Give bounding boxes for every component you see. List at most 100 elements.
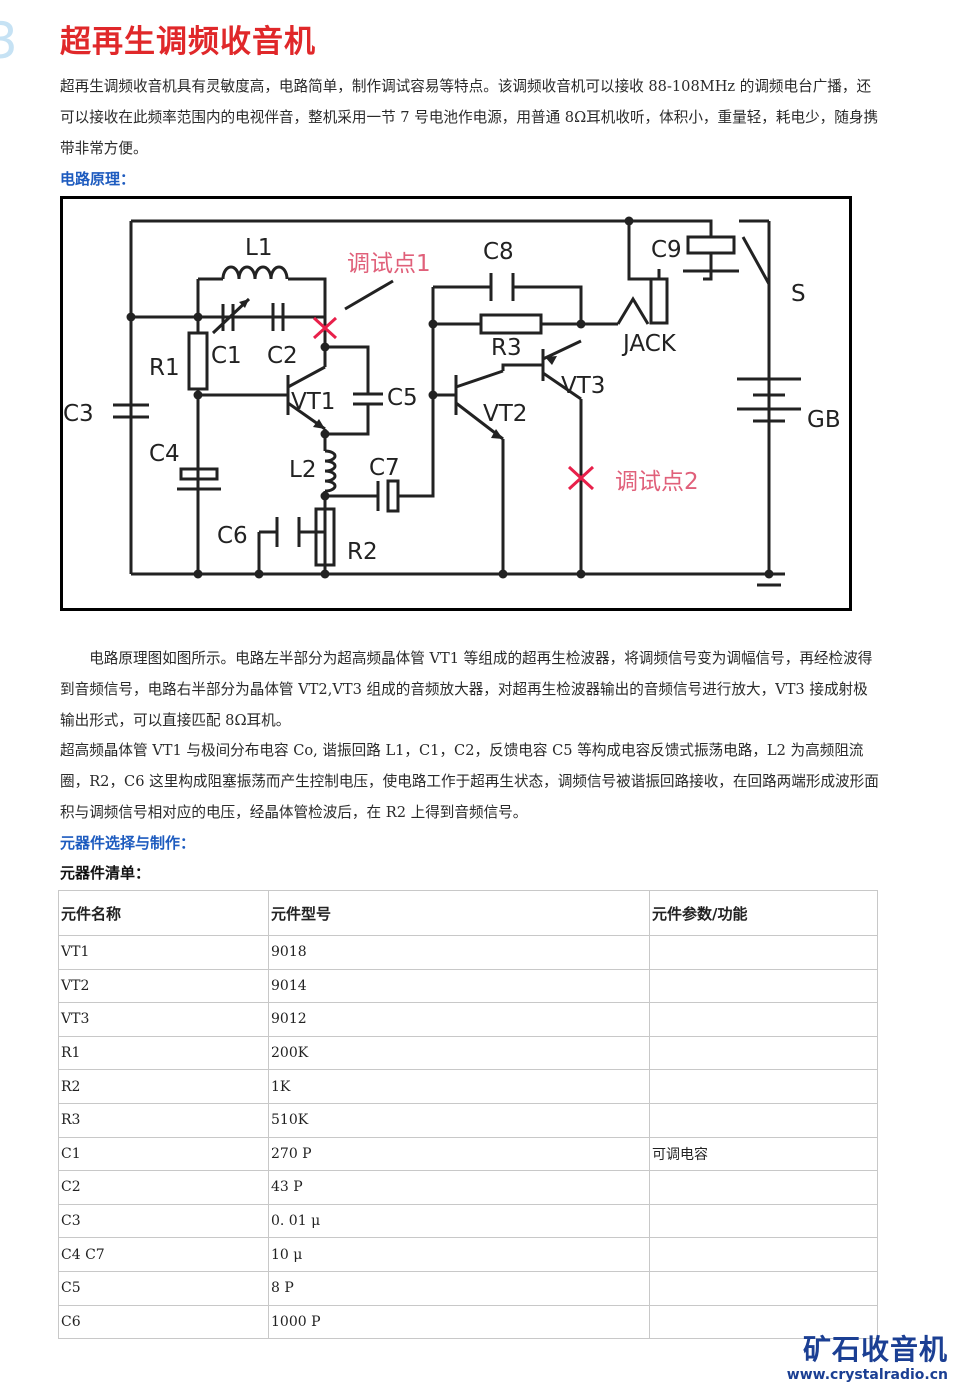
label-c1: C1 — [211, 343, 242, 369]
label-r2: R2 — [347, 539, 378, 565]
logo-url: www.crystalradio.cn — [786, 1367, 948, 1383]
intro-paragraph: 超再生调频收音机具有灵敏度高，电路简单，制作调试容易等特点。该调频收音机可以接收… — [60, 78, 879, 157]
label-c6: C6 — [217, 523, 248, 549]
parts-list-label: 元器件清单： — [60, 864, 151, 882]
c6-capacitor — [275, 517, 301, 547]
cell-name: VT1 — [58, 935, 269, 970]
s-switch — [741, 221, 771, 285]
cell-params — [649, 1002, 878, 1037]
cell-model: 270 P — [268, 1136, 650, 1172]
cell-params — [649, 935, 878, 970]
cell-params — [649, 968, 878, 1004]
cell-params — [649, 1035, 878, 1071]
cell-name: C5 — [58, 1270, 269, 1306]
section-heading-parts: 元器件选择与制作： — [60, 834, 196, 852]
section-heading-circuit: 电路原理： — [60, 170, 136, 188]
cell-name: C6 — [58, 1304, 269, 1340]
label-c8: C8 — [483, 239, 514, 265]
wire-c8 — [433, 285, 583, 324]
label-c3: C3 — [63, 401, 94, 427]
test-point-1-arrow — [344, 279, 394, 311]
label-r3: R3 — [491, 335, 522, 361]
c8-capacitor — [489, 273, 515, 301]
page-title: 超再生调频收音机 — [60, 24, 316, 60]
circuit-diagram: L1 C1 C2 R1 C3 C4 VT1 C5 L2 C7 C6 R2 C8 … — [60, 196, 852, 611]
description-paragraph-2: 超高频晶体管 VT1 与极间分布电容 Co, 谐振回路 L1，C1，C2，反馈电… — [60, 742, 879, 821]
cell-name: VT2 — [58, 968, 269, 1004]
column-header-params: 元件参数/功能 — [649, 890, 878, 936]
wire-top-right — [627, 221, 651, 281]
test-point-2-label: 调试点2 — [615, 469, 699, 495]
vt3-transistor — [541, 339, 582, 401]
cell-params — [649, 1237, 878, 1272]
cell-model: 9014 — [268, 968, 650, 1004]
test-point-1-label: 调试点1 — [347, 251, 431, 277]
label-s: S — [791, 281, 806, 307]
description-paragraph-1: 电路原理图如图所示。电路左半部分为超高频晶体管 VT1 等组成的超再生检波器，将… — [60, 650, 873, 729]
label-r1: R1 — [149, 355, 180, 381]
label-c2: C2 — [267, 343, 298, 369]
l2-inductor — [324, 449, 337, 493]
wire-c5-bottom — [325, 404, 370, 436]
cell-name: C1 — [58, 1136, 269, 1172]
cell-model: 200K — [268, 1035, 650, 1071]
label-l1: L1 — [245, 235, 272, 261]
cell-params — [649, 1304, 878, 1340]
l1-inductor — [221, 265, 289, 280]
label-gb: GB — [807, 407, 841, 433]
c5-capacitor — [353, 392, 383, 406]
cell-name: R2 — [58, 1069, 269, 1104]
c3-capacitor — [113, 403, 149, 419]
label-c9: C9 — [651, 237, 682, 263]
cell-params — [649, 1102, 878, 1138]
cell-name: R1 — [58, 1035, 269, 1071]
label-vt3: VT3 — [561, 373, 605, 399]
wire-tank-left — [131, 279, 200, 319]
test-point-2-marker — [567, 465, 595, 491]
c2-capacitor — [271, 303, 285, 331]
label-c4: C4 — [149, 441, 180, 467]
wire-vt1-collector — [323, 345, 370, 394]
cell-model: 9012 — [268, 1002, 650, 1037]
cell-name: R3 — [58, 1102, 269, 1138]
label-c7: C7 — [369, 455, 400, 481]
circuit-svg: L1 C1 C2 R1 C3 C4 VT1 C5 L2 C7 C6 R2 C8 … — [63, 216, 841, 587]
gb-battery — [737, 377, 801, 423]
wire-l1-right — [288, 277, 327, 347]
cell-model: 0. 01 μ — [268, 1203, 650, 1239]
cell-model: 9018 — [268, 935, 650, 970]
wire-vt2-collector — [501, 363, 543, 371]
cell-params: 可调电容 — [649, 1136, 878, 1172]
ground-symbol — [753, 572, 785, 587]
cell-params — [649, 1203, 878, 1239]
wire-c9 — [629, 219, 713, 281]
cell-name: C3 — [58, 1203, 269, 1239]
column-header-name: 元件名称 — [58, 890, 269, 936]
wire-c7 — [325, 287, 435, 498]
label-l2: L2 — [289, 457, 316, 483]
page-number: 3 — [0, 12, 18, 70]
column-header-model: 元件型号 — [268, 890, 650, 936]
site-logo: 矿石收音机 www.crystalradio.cn — [787, 1334, 948, 1384]
cell-params — [649, 1069, 878, 1104]
cell-model: 10 μ — [268, 1237, 650, 1272]
logo-name: 矿石收音机 — [802, 1333, 948, 1366]
r1-resistor — [187, 331, 209, 391]
r3-resistor — [479, 313, 543, 335]
label-vt1: VT1 — [291, 389, 335, 415]
cell-model: 1K — [268, 1069, 650, 1104]
label-jack: JACK — [621, 331, 677, 357]
cell-name: VT3 — [58, 1002, 269, 1037]
label-vt2: VT2 — [483, 401, 527, 427]
